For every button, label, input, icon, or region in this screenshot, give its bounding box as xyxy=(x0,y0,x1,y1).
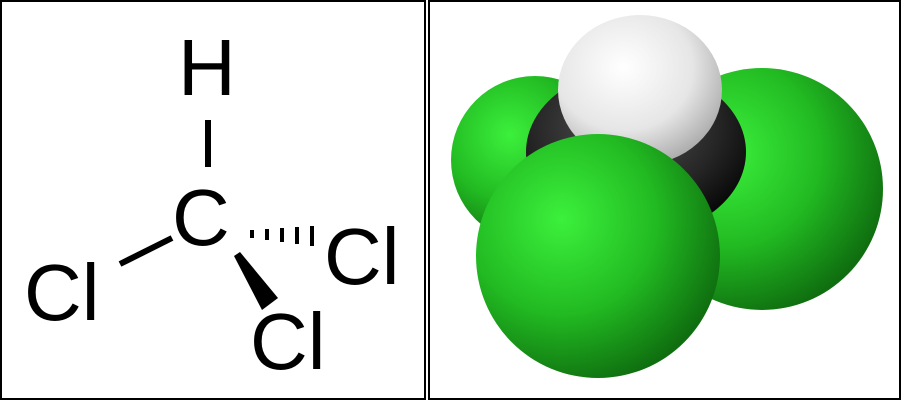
c-cl-bottom-wedge-bond xyxy=(234,252,278,310)
chlorine-atom-front xyxy=(476,134,720,378)
hydrogen-atom xyxy=(558,15,722,165)
chlorine-left-atom-label: Cl xyxy=(24,248,100,337)
hydrogen-atom-label: H xyxy=(178,23,236,112)
c-cl-right-hashed-bond xyxy=(250,226,314,246)
space-filling-model xyxy=(451,15,883,378)
chlorine-right-atom-label: Cl xyxy=(324,212,400,301)
chlorine-bottom-atom-label: Cl xyxy=(250,297,326,386)
space-filling-model-panel xyxy=(428,0,901,400)
structural-formula-panel: H C Cl Cl Cl xyxy=(0,0,426,400)
c-cl-left-bond xyxy=(118,235,174,267)
structural-formula-diagram: H C Cl Cl Cl xyxy=(24,23,400,386)
carbon-atom-label: C xyxy=(172,173,230,262)
